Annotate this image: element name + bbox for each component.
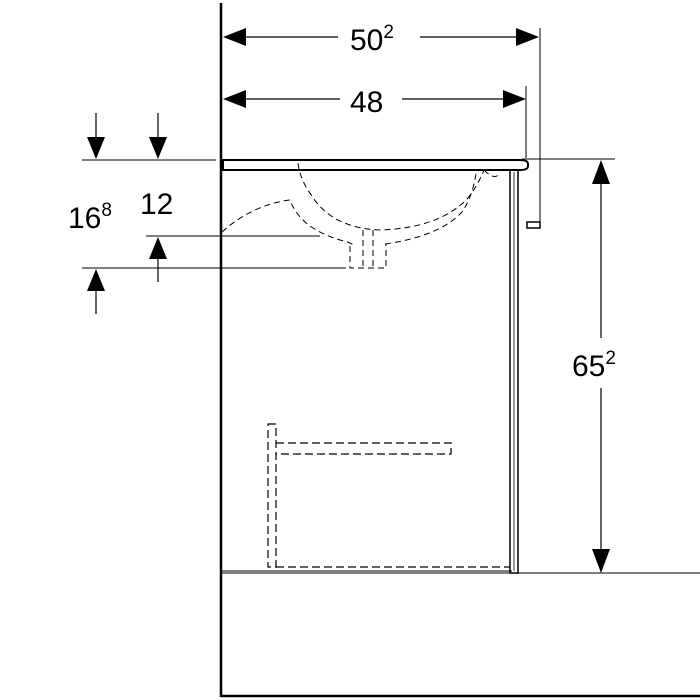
dim-cabinet-depth-arrow-right [503, 90, 526, 108]
dimension-cabinet-depth [223, 86, 527, 158]
overall-depth-value: 50 [350, 24, 383, 57]
basin-depth-outer-label: 168 [68, 200, 112, 235]
basin-depth-outer-superscript: 8 [101, 200, 112, 221]
basin-underside-front [384, 173, 477, 245]
dimension-overall-depth [223, 28, 539, 46]
basin-outer-rim [483, 169, 501, 177]
countertop-slab [222, 159, 529, 171]
drawer-back-panel [267, 423, 277, 568]
dim-height-arrow-bottom [592, 549, 610, 573]
basin-hidden-lines [221, 162, 501, 269]
dim-basin-outer-arrow-bottom [87, 269, 105, 291]
cabinet-depth-label: 48 [350, 86, 383, 119]
overall-height-value: 65 [572, 350, 605, 383]
dimension-basin-depth [82, 113, 346, 314]
dim-overall-depth-arrow-right [516, 28, 539, 46]
basin-depth-inner-label: 12 [140, 188, 173, 221]
basin-outer-bowl [297, 162, 485, 231]
dim-overall-depth-arrow-left [223, 28, 246, 46]
drawer-shelf [276, 442, 452, 455]
drawer-hidden-lines [267, 423, 510, 568]
dim-height-arrow-top [592, 160, 610, 184]
drain-outline [349, 244, 387, 269]
overall-depth-superscript: 2 [383, 22, 394, 43]
dim-basin-inner-arrow-top [149, 137, 167, 159]
cabinet-handle [526, 221, 541, 229]
basin-underside [221, 199, 356, 247]
cabinet-front-panel [509, 170, 519, 574]
dim-cabinet-depth-arrow-left [223, 90, 246, 108]
overall-height-label: 652 [572, 348, 616, 383]
overall-depth-label: 502 [350, 22, 394, 57]
wall-and-floor [219, 3, 700, 698]
dimension-overall-height [522, 158, 615, 573]
overall-height-superscript: 2 [605, 348, 616, 369]
cabinet [221, 28, 700, 574]
basin-depth-outer-value: 16 [68, 202, 101, 235]
dim-basin-inner-arrow-bottom [149, 237, 167, 259]
dim-basin-outer-arrow-top [87, 137, 105, 159]
basin-top [222, 159, 529, 171]
